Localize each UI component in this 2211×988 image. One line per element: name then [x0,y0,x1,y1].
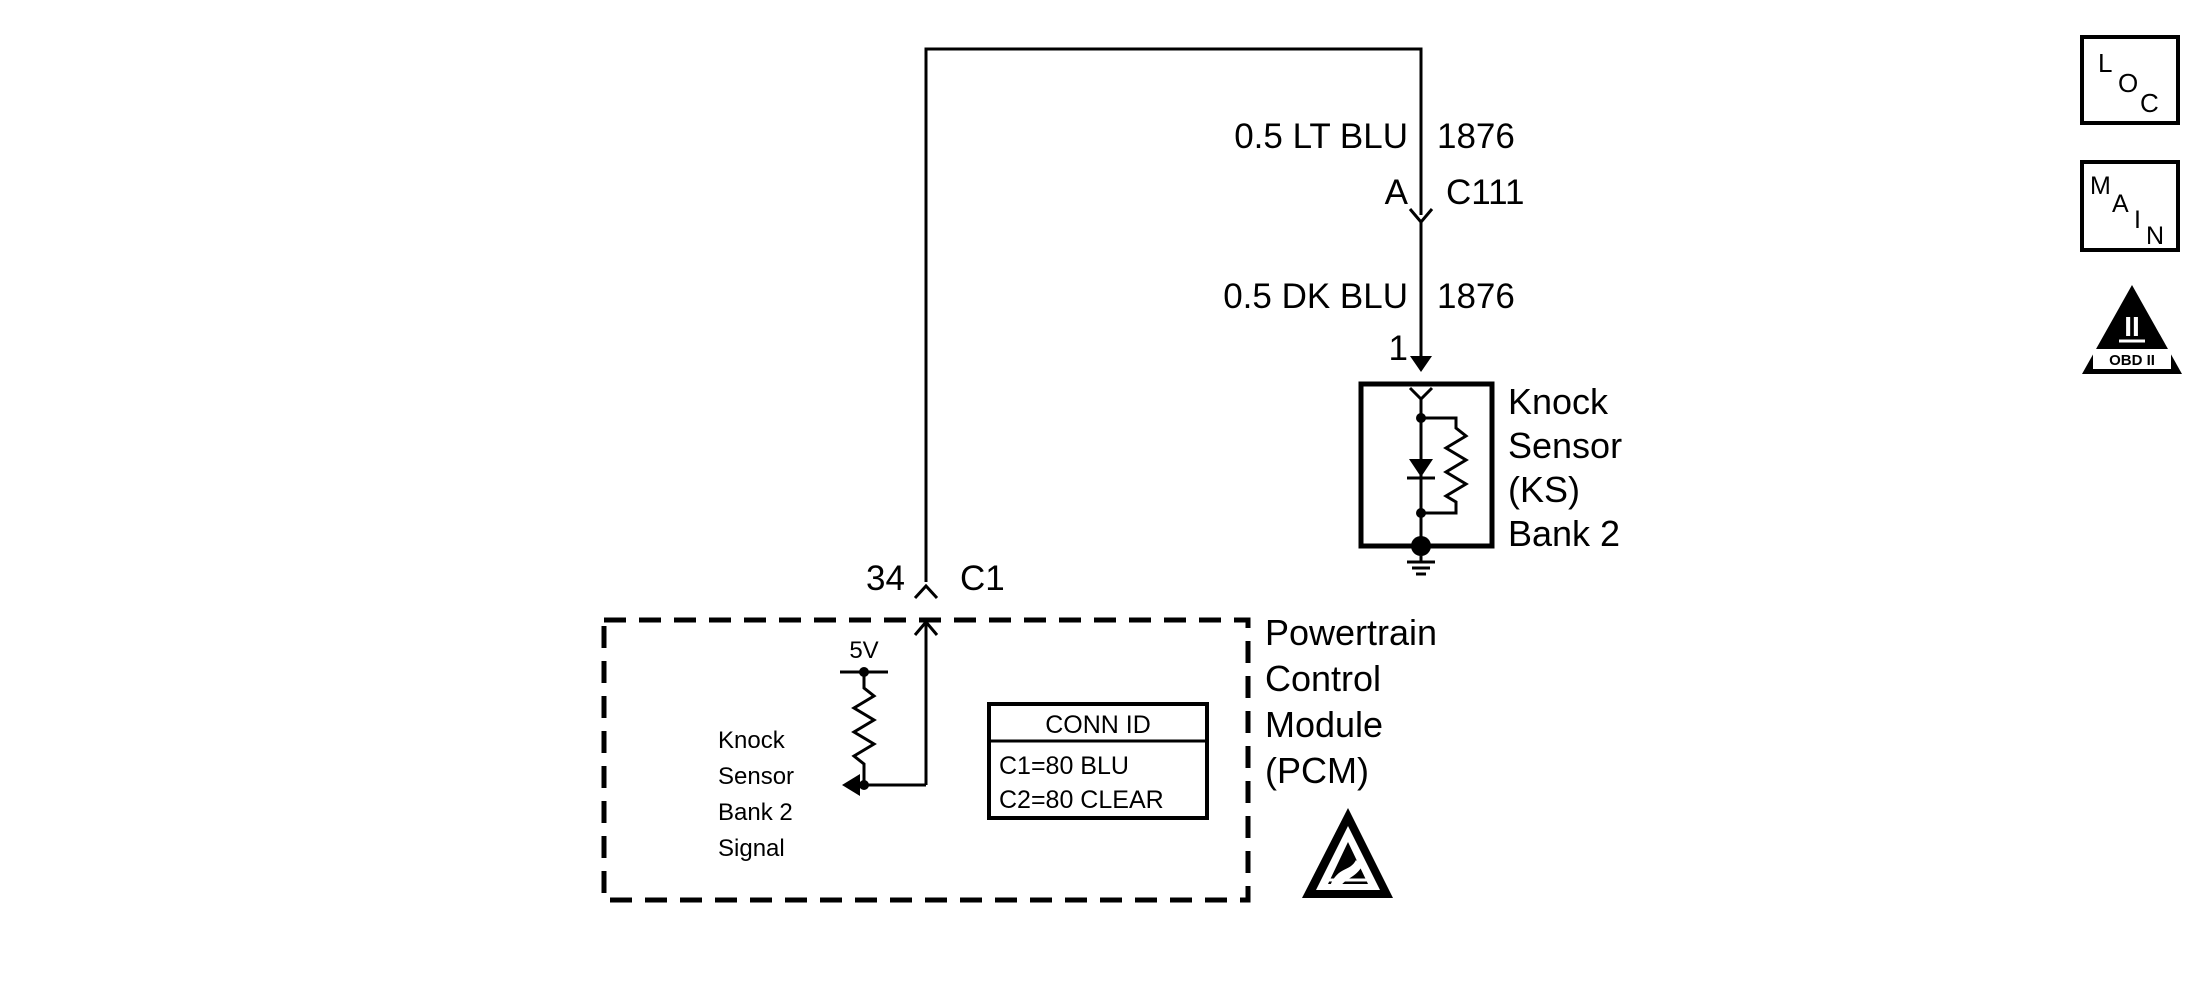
pcm-box [601,617,1251,903]
svg-text:Signal: Signal [718,835,785,862]
sensor-pin-arrow [1410,356,1432,372]
conn-id-title: CONN ID [1045,711,1151,739]
svg-text:C: C [2140,88,2159,118]
ground-icon [1407,556,1435,576]
svg-text:Bank 2: Bank 2 [1508,513,1620,554]
svg-text:Control: Control [1265,658,1381,699]
svg-text:Powertrain: Powertrain [1265,612,1437,653]
lower-wire-circuit: 1876 [1437,277,1515,316]
c111-pin-label: A [1385,173,1409,212]
supply-voltage-label: 5V [849,637,878,664]
lower-wire-color: 0.5 DK BLU [1223,277,1408,316]
svg-text:L: L [2098,48,2112,78]
obd-ii-button[interactable]: II OBD II [2082,285,2182,374]
svg-text:M: M [2090,172,2111,200]
ground-splice [1411,536,1431,556]
upper-wire-color: 0.5 LT BLU [1234,117,1408,156]
upper-wire-circuit: 1876 [1437,117,1515,156]
svg-text:Bank 2: Bank 2 [718,799,793,826]
c1-connector-symbol-upper [913,583,939,600]
signal-label: Knock Sensor Bank 2 Signal [718,727,794,862]
svg-text:O: O [2118,68,2138,98]
pcm-label: Powertrain Control Module (PCM) [1265,612,1437,791]
conn-id-line: C2=80 CLEAR [999,786,1164,814]
signal-input-arrow [842,774,860,796]
c111-connector-label: C111 [1446,173,1524,212]
pullup-resistor: 5V [840,637,888,796]
pcm-pin-label: 34 [866,559,905,598]
svg-text:Module: Module [1265,704,1383,745]
svg-text:(KS): (KS) [1508,469,1580,510]
svg-text:N: N [2146,222,2164,250]
svg-text:Knock: Knock [1508,381,1609,422]
svg-text:Sensor: Sensor [718,763,794,790]
svg-text:(PCM): (PCM) [1265,750,1369,791]
sensor-resistor-symbol [1421,416,1469,515]
knock-sensor-label: Knock Sensor (KS) Bank 2 [1508,381,1622,554]
svg-text:A: A [2112,190,2129,218]
sensor-pin-label: 1 [1389,329,1408,368]
knock-sensor-component [1358,381,1495,576]
svg-text:OBD II: OBD II [2109,352,2155,369]
pcm-connector-label: C1 [960,559,1005,598]
conn-id-table: CONN ID C1=80 BLU C2=80 CLEAR [987,702,1209,820]
esd-warning-icon [1302,808,1393,898]
main-button[interactable]: M A I N [2080,160,2180,252]
svg-text:II: II [2124,311,2140,342]
svg-text:I: I [2134,206,2141,234]
diode-symbol [1409,459,1433,477]
svg-text:Sensor: Sensor [1508,425,1622,466]
svg-text:Knock: Knock [718,727,786,754]
conn-id-line: C1=80 BLU [999,752,1129,780]
loc-button[interactable]: L O C [2080,35,2180,125]
